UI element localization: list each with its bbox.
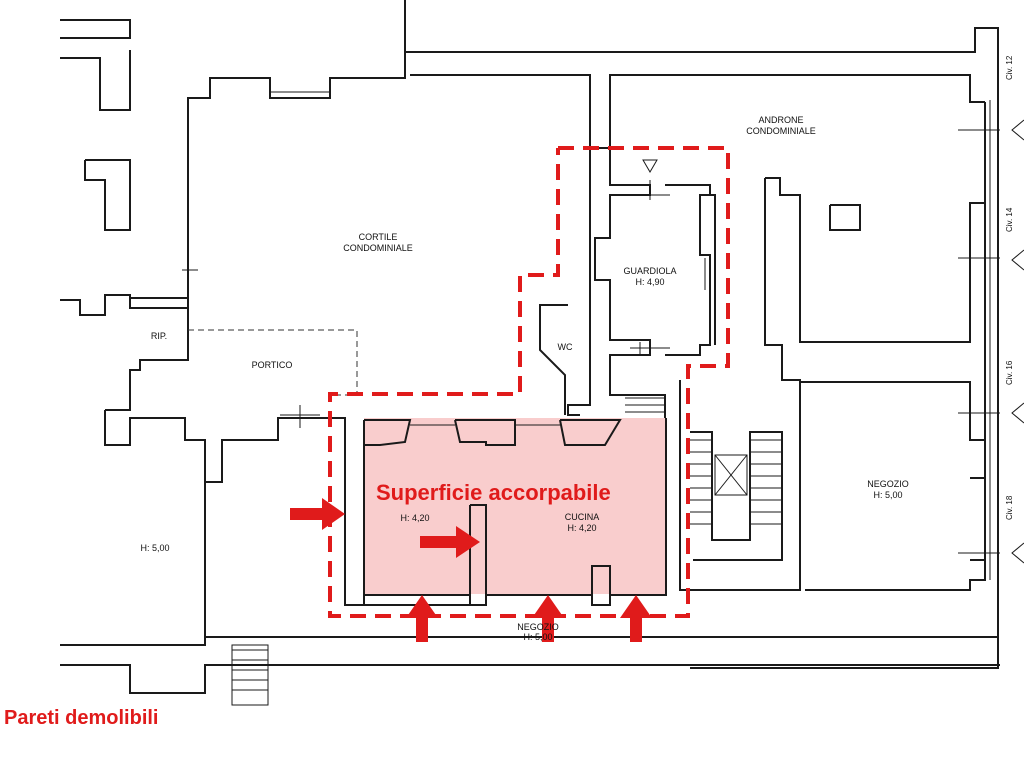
room-rip: RIP. <box>151 331 167 341</box>
walls <box>60 0 1000 694</box>
room-androne-line1: ANDRONE <box>758 115 803 125</box>
merge-outline <box>328 146 730 618</box>
triangle-marker-icon <box>642 159 658 173</box>
civ-18: Civ. 18 <box>1005 495 1014 520</box>
room-cucina-line1: CUCINA <box>565 512 600 522</box>
room-negozio-bottom-line2: H: 5,00 <box>523 632 552 642</box>
room-androne-line2: CONDOMINIALE <box>746 126 816 136</box>
room-labels: CORTILE CONDOMINIALE ANDRONE CONDOMINIAL… <box>140 115 908 642</box>
civici-labels: Civ. 12 Civ. 14 Civ. 16 Civ. 18 <box>1005 55 1014 520</box>
room-negozio-right-line1: NEGOZIO <box>867 479 909 489</box>
arrow-up-icon <box>406 595 438 642</box>
superficie-label: Superficie accorpabile <box>376 480 611 505</box>
civ-16: Civ. 16 <box>1005 360 1014 385</box>
room-h500-left: H: 5,00 <box>140 543 169 553</box>
room-guardiola-line2: H: 4,90 <box>635 277 664 287</box>
room-negozio-bottom-line1: NEGOZIO <box>517 622 559 632</box>
arrow-right-icon <box>290 498 345 530</box>
arrows <box>290 498 652 642</box>
room-portico: PORTICO <box>252 360 293 370</box>
room-cortile-line1: CORTILE <box>359 232 398 242</box>
room-h420: H: 4,20 <box>400 513 429 523</box>
stairs-left <box>231 397 782 706</box>
pareti-label: Pareti demolibili <box>4 707 158 729</box>
highlight-area <box>364 418 666 594</box>
arrow-up-icon <box>532 595 564 642</box>
arrow-right-icon <box>420 526 480 558</box>
civ-14: Civ. 14 <box>1005 207 1014 232</box>
arrow-up-icon <box>620 595 652 642</box>
room-negozio-right-line2: H: 5,00 <box>873 490 902 500</box>
room-cucina-line2: H: 4,20 <box>567 523 596 533</box>
room-wc: WC <box>558 342 573 352</box>
civ-12: Civ. 12 <box>1005 55 1014 80</box>
room-guardiola-line1: GUARDIOLA <box>623 266 676 276</box>
room-cortile-line2: CONDOMINIALE <box>343 243 413 253</box>
details <box>182 91 1024 706</box>
